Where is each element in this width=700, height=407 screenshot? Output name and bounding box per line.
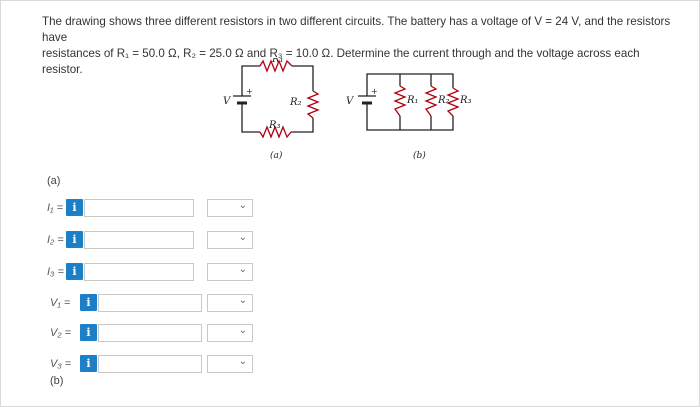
label-b-r3: R₃	[459, 95, 472, 106]
answer-input[interactable]	[98, 324, 202, 342]
part-a-label: (a)	[47, 175, 61, 187]
question-text: The drawing shows three different resist…	[42, 14, 682, 78]
label-a-r1: R₁	[271, 58, 284, 65]
answer-row: V₂ = i ⌄	[0, 322, 300, 344]
answer-input[interactable]	[84, 231, 194, 249]
unit-select[interactable]: ⌄	[207, 263, 253, 281]
unit-select[interactable]: ⌄	[207, 324, 253, 342]
info-icon[interactable]: i	[80, 324, 97, 341]
circuit-svg: V + R₁ R₂ R₃ (a) V + R₁ R₂ R₃ (b)	[223, 54, 472, 161]
chevron-down-icon: ⌄	[238, 232, 247, 243]
answer-row: I₁ =i ⌄	[0, 197, 300, 219]
answer-row: I₂ =i ⌄	[0, 229, 300, 251]
circuit-b	[366, 73, 454, 131]
answer-label: I₃ =	[47, 266, 64, 278]
label-a-r2: R₂	[289, 97, 302, 108]
chevron-down-icon: ⌄	[238, 264, 247, 275]
label-b-v: V	[346, 96, 355, 107]
circuit-a	[241, 65, 314, 133]
resistor-a-r3	[259, 125, 292, 139]
resistor-a-r1	[259, 59, 293, 73]
label-b-r1: R₁	[406, 95, 419, 106]
info-icon[interactable]: i	[66, 231, 83, 248]
unit-select[interactable]: ⌄	[207, 355, 253, 373]
answer-label: I₁ =	[47, 202, 64, 214]
label-a-plus: +	[246, 87, 253, 96]
chevron-down-icon: ⌄	[238, 325, 247, 336]
answer-label: V₃ =	[50, 358, 72, 370]
resistor-b-r2	[424, 85, 438, 117]
battery-a	[233, 95, 251, 113]
chevron-down-icon: ⌄	[238, 200, 247, 211]
label-b-r2: R₂	[437, 95, 450, 106]
question-line-1: The drawing shows three different resist…	[42, 15, 671, 44]
info-icon[interactable]: i	[66, 199, 83, 216]
label-b-caption: (b)	[413, 150, 426, 161]
info-icon[interactable]: i	[80, 294, 97, 311]
label-a-caption: (a)	[270, 150, 283, 161]
answer-row: V₁ = i ⌄	[0, 292, 300, 314]
unit-select[interactable]: ⌄	[207, 231, 253, 249]
answer-input[interactable]	[84, 263, 194, 281]
info-icon[interactable]: i	[66, 263, 83, 280]
label-b-plus: +	[371, 87, 378, 96]
answer-row: V₃ = i ⌄	[0, 353, 300, 375]
answer-label: I₂ =	[47, 234, 64, 246]
part-b-label: (b)	[50, 375, 64, 387]
answer-input[interactable]	[84, 199, 194, 217]
answer-input[interactable]	[98, 294, 202, 312]
answer-label: V₁ =	[50, 297, 71, 309]
label-a-r3: R₃	[268, 120, 281, 131]
question-line-2: resistances of R₁ = 50.0 Ω, R₂ = 25.0 Ω …	[42, 47, 640, 76]
info-icon[interactable]: i	[80, 355, 97, 372]
circuit-diagrams: V + R₁ R₂ R₃ (a) V + R₁ R₂ R₃ (b)	[195, 54, 495, 173]
label-a-v: V	[223, 96, 232, 107]
unit-select[interactable]: ⌄	[207, 199, 253, 217]
battery-b	[358, 88, 376, 118]
resistor-b-r3	[446, 87, 460, 117]
answer-input[interactable]	[98, 355, 202, 373]
resistor-b-r1	[393, 85, 407, 117]
chevron-down-icon: ⌄	[238, 356, 247, 367]
resistor-a-r2	[306, 90, 320, 119]
unit-select[interactable]: ⌄	[207, 294, 253, 312]
answer-label: V₂ =	[50, 327, 72, 339]
chevron-down-icon: ⌄	[238, 295, 247, 306]
answer-row: I₃ =i ⌄	[0, 261, 300, 283]
